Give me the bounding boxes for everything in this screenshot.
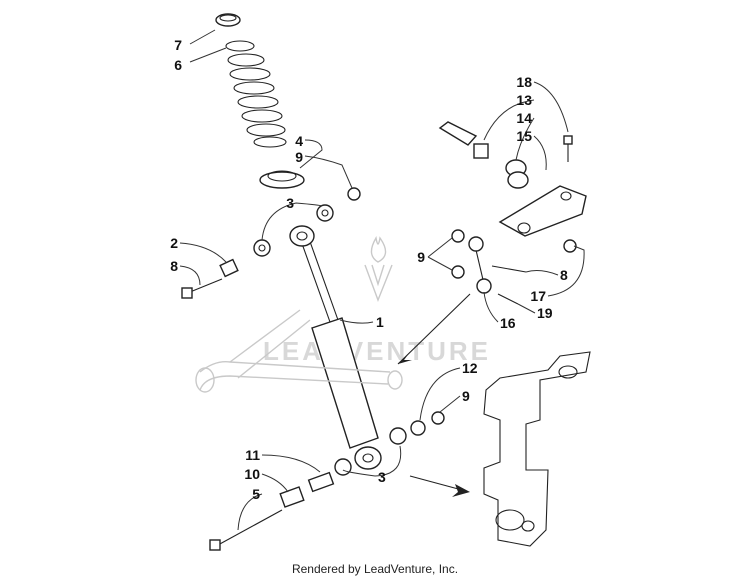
callout-6: 6 [174,57,182,73]
callout-11: 11 [245,447,260,463]
callout-18: 18 [516,74,532,90]
bushing-14 [505,159,529,189]
bolt-18 [563,135,573,162]
callout-17: 17 [530,288,546,304]
coil-spring [225,40,287,148]
callout-8-left: 8 [170,258,178,274]
leadventure-watermark: LEADVENTURE [263,235,491,366]
callout-12: 12 [462,360,478,376]
callout-16: 16 [500,315,516,331]
lower-bushings [209,411,445,551]
upper-bushings [253,187,361,257]
spring-retainer [215,13,241,27]
leader-lines [179,29,585,531]
callout-14: 14 [516,110,532,126]
callout-9-link: 9 [417,249,425,265]
link-arm [498,185,587,237]
callout-3-lower: 3 [378,469,386,485]
callout-4: 4 [295,133,303,149]
footer-credit: Rendered by LeadVenture, Inc. [291,562,459,576]
callout-13: 13 [516,92,532,108]
steering-knuckle [483,351,591,547]
callout-9-upper: 9 [295,149,303,165]
spring-seat [259,170,305,189]
callout-5: 5 [252,486,260,502]
nut-17 [563,239,577,253]
assembly-arrows [397,293,471,497]
lower-a-arm [195,309,403,393]
callout-8-right: 8 [560,267,568,283]
callout-19: 19 [537,305,553,321]
shock-absorber [289,225,382,470]
callout-7: 7 [174,37,182,53]
stabilizer-bar [438,121,489,159]
callout-9-lower: 9 [462,388,470,404]
callout-15: 15 [516,128,532,144]
watermark-text: LEADVENTURE [263,336,491,366]
callout-3-upper: 3 [286,195,294,211]
callouts: 7 6 4 9 3 2 8 1 18 13 14 15 9 8 17 16 19… [170,37,568,502]
link-rod [451,229,527,305]
upper-bolt [181,258,239,299]
callout-10: 10 [244,466,260,482]
callout-2: 2 [170,235,178,251]
callout-1: 1 [376,314,384,330]
